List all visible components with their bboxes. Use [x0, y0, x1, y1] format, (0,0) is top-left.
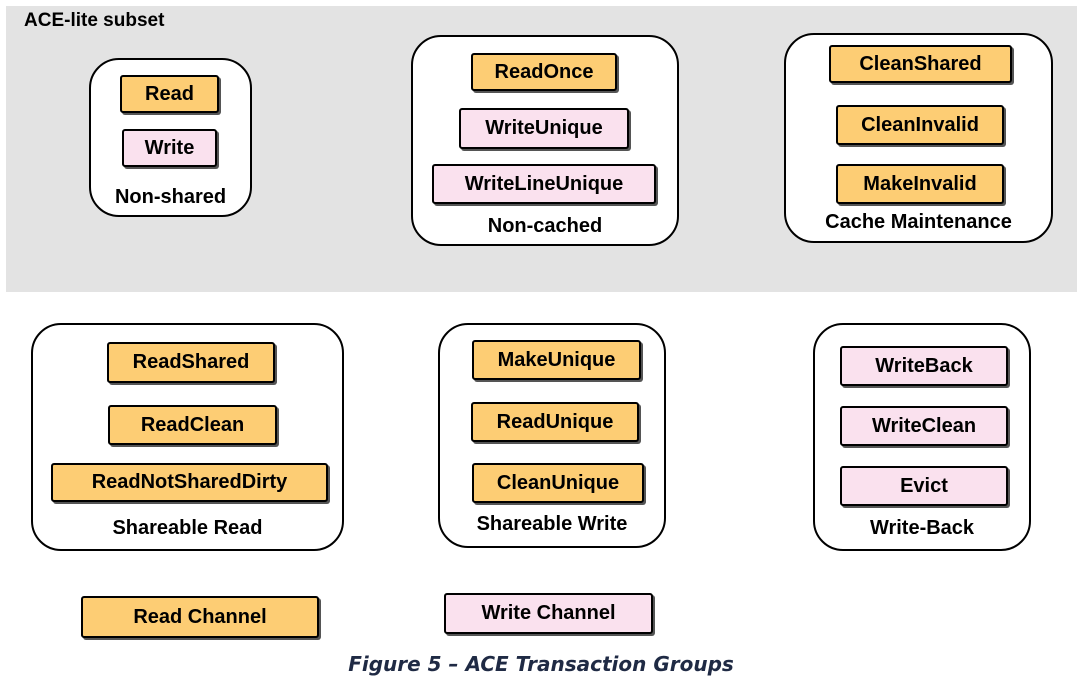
- txn-evict: Evict: [840, 466, 1008, 506]
- txn-read: Read: [120, 75, 219, 113]
- txn-readclean: ReadClean: [108, 405, 277, 445]
- group-label-shareable-write: Shareable Write: [476, 513, 628, 535]
- group-label-cache-maintenance: Cache Maintenance: [825, 211, 1012, 233]
- txn-readnotshareddirty: ReadNotSharedDirty: [51, 463, 328, 502]
- group-label-non-shared: Non-shared: [114, 186, 227, 208]
- txn-cleanshared: CleanShared: [829, 45, 1012, 83]
- txn-makeunique: MakeUnique: [472, 340, 641, 380]
- group-label-write-back: Write-Back: [869, 517, 975, 539]
- txn-readonce: ReadOnce: [471, 53, 617, 91]
- txn-readshared: ReadShared: [107, 342, 275, 383]
- legend-write-channel: Write Channel: [444, 593, 653, 634]
- txn-writelineunique: WriteLineUnique: [432, 164, 656, 204]
- txn-makeinvalid: MakeInvalid: [836, 164, 1004, 204]
- txn-cleanunique: CleanUnique: [472, 463, 644, 503]
- group-label-non-cached: Non-cached: [487, 215, 603, 237]
- legend-read-channel: Read Channel: [81, 596, 319, 638]
- figure-caption: Figure 5 – ACE Transaction Groups: [348, 652, 734, 676]
- txn-write: Write: [122, 129, 217, 167]
- txn-cleaninvalid: CleanInvalid: [836, 105, 1004, 145]
- group-label-shareable-read: Shareable Read: [112, 517, 263, 539]
- ace-lite-title: ACE-lite subset: [24, 10, 165, 31]
- group-shareable-read: Shareable Read: [31, 323, 344, 551]
- txn-writeunique: WriteUnique: [459, 108, 629, 149]
- txn-readunique: ReadUnique: [471, 402, 639, 442]
- txn-writeclean: WriteClean: [840, 406, 1008, 446]
- txn-writeback: WriteBack: [840, 346, 1008, 386]
